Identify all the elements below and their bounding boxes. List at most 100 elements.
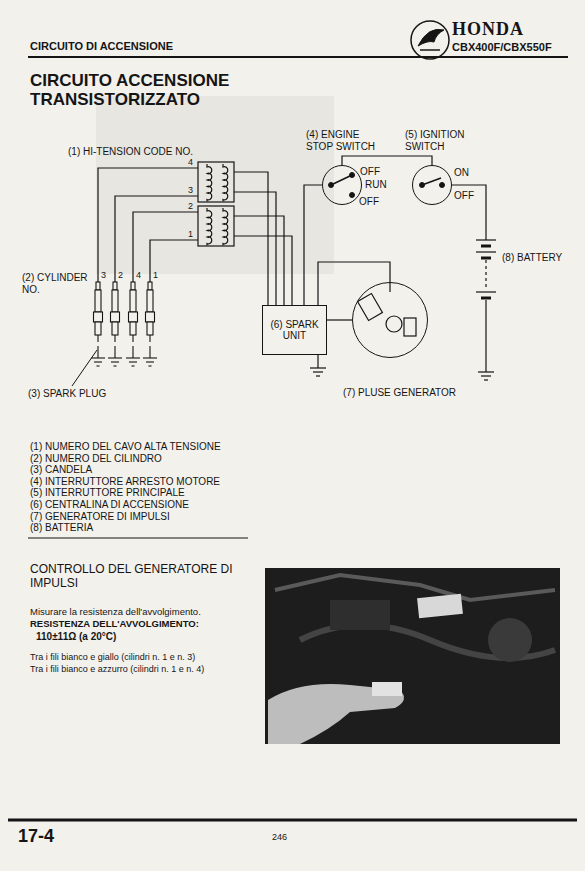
legend-item: (2) NUMERO DEL CILINDRO	[30, 453, 162, 465]
drawing-stroke	[476, 239, 496, 240]
page-number: 17-4	[18, 826, 54, 847]
page-index: 246	[272, 832, 287, 842]
drawing-stroke	[111, 361, 119, 362]
spark-unit-box: (6) SPARK UNIT	[262, 305, 327, 355]
drawing-stroke	[478, 371, 494, 372]
part-label: (3) SPARK PLUG	[28, 388, 106, 400]
drawing-stroke	[149, 346, 150, 358]
drawing-stroke	[330, 600, 390, 630]
part-label: (1) HI-TENSION CODE NO.	[68, 146, 193, 158]
drawing-stroke	[476, 251, 496, 252]
drawing-stroke	[275, 575, 555, 600]
part-label: (8) BATTERY	[502, 252, 562, 264]
drawing-stroke	[313, 371, 323, 372]
drawing-stroke	[310, 367, 326, 368]
note-text: Tra i fili bianco e giallo (cilindri n. …	[30, 652, 195, 662]
spec-label: RESISTENZA DELL'AVVOLGIMENTO:	[30, 619, 199, 630]
diagram-title: CIRCUITO ACCENSIONE TRANSISTORIZZATO	[30, 72, 245, 109]
drawing-stroke	[94, 312, 103, 322]
drawing-stroke	[481, 257, 491, 260]
drawing-stroke	[97, 335, 98, 342]
cylinder-number: 2	[118, 270, 123, 280]
pulse-generator: (7) PLUSE GENERATOR	[352, 282, 428, 358]
drawing-stroke	[112, 290, 118, 312]
wire-number: 3	[188, 185, 193, 195]
drawing-stroke	[28, 56, 568, 58]
drawing-stroke	[150, 240, 198, 282]
drawing-stroke	[147, 322, 153, 335]
drawing-stroke	[234, 236, 292, 305]
legend-item: (4) INTERRUTTORE ARRESTO MOTORE	[30, 476, 220, 488]
drawing-stroke	[113, 282, 117, 290]
drawing-stroke	[223, 208, 228, 246]
drawing-stroke	[132, 365, 135, 366]
battery-symbol	[452, 185, 496, 380]
drawing-stroke	[130, 322, 136, 335]
drawing-stroke	[476, 291, 496, 292]
node-text: (4) ENGINE STOP SWITCH	[306, 129, 376, 152]
drawing-stroke	[148, 282, 152, 290]
drawing-stroke	[146, 361, 154, 362]
drawing-stroke	[108, 357, 122, 358]
drawing-stroke	[484, 379, 488, 380]
drawing-stroke	[389, 282, 390, 292]
drawing-stroke	[481, 297, 491, 300]
engine-stop-switch-contacts	[329, 173, 355, 198]
drawing-stroke	[72, 350, 97, 386]
wire	[327, 320, 352, 321]
drawing-stroke	[96, 282, 100, 290]
brand-name: HONDA	[452, 19, 524, 40]
drawing-stroke	[95, 290, 101, 312]
drawing-stroke	[350, 193, 355, 198]
leader-line	[72, 350, 97, 386]
drawing-stroke	[97, 365, 100, 366]
drawing-stroke	[132, 346, 133, 358]
drawing-stroke	[94, 361, 102, 362]
drawing-stroke	[485, 300, 486, 372]
drawing-stroke	[418, 29, 444, 46]
legend-item: (6) CENTRALINA DI ACCENSIONE	[30, 499, 189, 511]
drawing-stroke	[97, 346, 98, 358]
drawing-stroke	[126, 357, 140, 358]
legend-item: (1) NUMERO DEL CAVO ALTA TENSIONE	[30, 441, 221, 453]
drawing-stroke	[146, 312, 155, 322]
wire	[318, 262, 390, 305]
wire-number: 4	[188, 157, 193, 167]
wire-number: 1	[188, 229, 193, 239]
part-label: (2) CYLINDER NO.	[22, 272, 90, 295]
drawing-stroke	[114, 365, 117, 366]
drawing-stroke	[91, 357, 105, 358]
drawing-stroke	[28, 538, 248, 539]
cylinder-number: 1	[153, 270, 158, 280]
note-text: Tra i fili bianco e azzurro (cilindri n.…	[30, 664, 204, 674]
drawing-stroke	[488, 618, 532, 662]
drawing-stroke	[452, 185, 486, 240]
drawing-stroke	[143, 357, 157, 358]
drawing-stroke	[98, 168, 198, 282]
drawing-stroke	[372, 682, 402, 696]
drawing-stroke	[115, 196, 198, 282]
drawing-stroke	[234, 192, 276, 305]
drawing-stroke	[481, 245, 491, 248]
note-text: Misurare la resistenza dell'avvolgimento…	[30, 607, 201, 618]
node-text: ON	[454, 167, 469, 179]
header-rules	[8, 57, 577, 820]
drawing-stroke	[129, 361, 137, 362]
drawing-stroke	[422, 178, 441, 185]
legend-item: (8) BATTERIA	[30, 522, 93, 534]
drawing-stroke	[147, 290, 153, 312]
drawing-stroke	[411, 21, 449, 59]
drawing-stroke	[149, 365, 152, 366]
node-text: OFF	[359, 196, 379, 208]
pulse-generator-internals	[358, 282, 416, 336]
hi-tension-wire	[98, 168, 198, 282]
section-heading: CONTROLLO DEL GENERATORE DI IMPULSI	[30, 562, 255, 591]
drawing-stroke	[420, 49, 440, 51]
cylinder-number: 3	[101, 270, 106, 280]
primary-wire	[234, 172, 292, 305]
drawing-stroke	[114, 335, 115, 342]
wire	[304, 185, 322, 305]
node-text: OFF	[454, 190, 474, 202]
